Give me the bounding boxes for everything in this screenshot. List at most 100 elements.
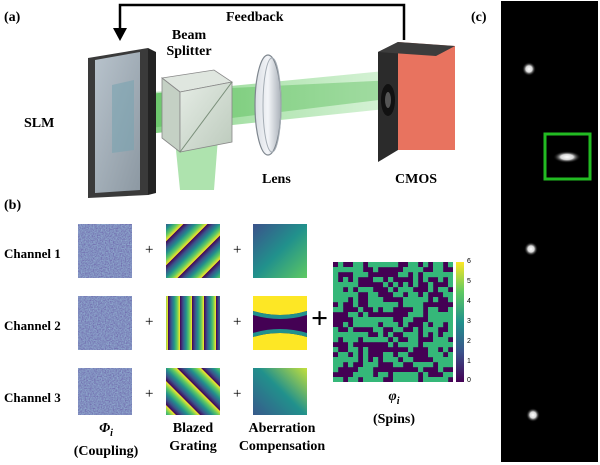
spins-caption: φi (Spins) [348,388,440,429]
spin-cell [443,317,449,323]
spin-cell [343,292,349,298]
spin-cell [338,307,344,313]
spin-cell [378,337,384,343]
spin-cell [368,292,374,298]
spin-cell [378,377,384,382]
spin-cell [433,357,439,363]
coupling-caption-text: (Coupling) [73,443,139,459]
camera-image [501,1,598,462]
spin-cell [433,322,439,328]
spin-cell [358,367,364,373]
spin-cell [378,277,384,283]
spin-cell [418,367,424,373]
spin-cell [433,307,439,313]
spin-cell [333,377,339,382]
spin-cell [353,292,359,298]
spin-cell [403,342,409,348]
spin-cell [338,292,344,298]
spin-cell [348,342,354,348]
spin-cell [433,272,439,278]
spin-cell [333,267,339,273]
spin-cell [358,332,364,338]
focus-spot-highlighted [553,151,581,163]
spin-cell [373,292,379,298]
spin-cell [333,332,339,338]
spin-cell [403,272,409,278]
spin-cell [408,292,414,298]
spin-cell [358,262,364,268]
spin-cell [378,317,384,323]
spin-cell [408,342,414,348]
spins-subscript: i [396,395,400,407]
spin-cell [353,352,359,358]
colorbar-tick: 4 [467,298,471,305]
plus-sign-r3-b: + [233,386,242,402]
feedback-arrow [113,3,406,41]
spin-cell [353,277,359,283]
spin-cell [373,297,379,303]
spin-cell [363,337,369,343]
spin-cell [368,322,374,328]
spin-cell [438,272,444,278]
spin-cell [428,362,434,368]
panel-b-label: (b) [4,198,22,213]
aberration-caption: Aberration Compensation [236,420,328,456]
spin-cell [418,307,424,313]
spin-cell [383,357,389,363]
plus-sign-r2-a: + [145,314,154,330]
slm-label: SLM [24,116,55,131]
spin-cell [343,332,349,338]
spin-cell [403,302,409,308]
spin-cell [443,362,449,368]
spin-cell [448,342,453,348]
spin-cell [448,362,453,368]
spin-cell [408,377,414,382]
spin-cell [443,312,449,318]
spin-cell [398,342,404,348]
spin-cell [418,297,424,303]
spin-cell [433,317,439,323]
spin-cell [403,352,409,358]
spin-cell [438,342,444,348]
spin-cell [393,327,399,333]
spin-cell [373,337,379,343]
channel-2-label: Channel 2 [4,318,61,333]
spin-cell [443,342,449,348]
spin-cell [368,262,374,268]
spin-cell [368,287,374,293]
spin-cell [433,337,439,343]
spin-cell [433,297,439,303]
spin-cell [343,277,349,283]
spins-phase-map [333,262,453,382]
spin-cell [353,267,359,273]
spin-cell [338,287,344,293]
aberration-mask-1 [253,224,307,278]
spin-cell [358,272,364,278]
cmos-label: CMOS [395,172,437,187]
spin-cell [448,322,453,328]
spin-cell [413,342,419,348]
spin-cell [433,352,439,358]
spin-cell [438,337,444,343]
spin-cell [448,352,453,358]
spins-caption-text: (Spins) [372,411,416,427]
spin-cell [383,307,389,313]
spin-cell [433,377,439,382]
spin-cell [343,297,349,303]
channel-1-label: Channel 1 [4,246,61,261]
spin-cell [358,322,364,328]
spin-cell [423,262,429,268]
spin-cell [428,317,434,323]
spin-cell [418,362,424,368]
spin-cell [353,317,359,323]
spin-cell [333,292,339,298]
spin-cell [413,282,419,288]
spin-cell [408,347,414,353]
spin-cell [363,352,369,358]
spin-cell [388,262,394,268]
spin-cell [428,287,434,293]
spin-cell [373,302,379,308]
spin-cell [348,357,354,363]
phi-subscript: i [110,427,113,439]
spin-cell [353,372,359,378]
